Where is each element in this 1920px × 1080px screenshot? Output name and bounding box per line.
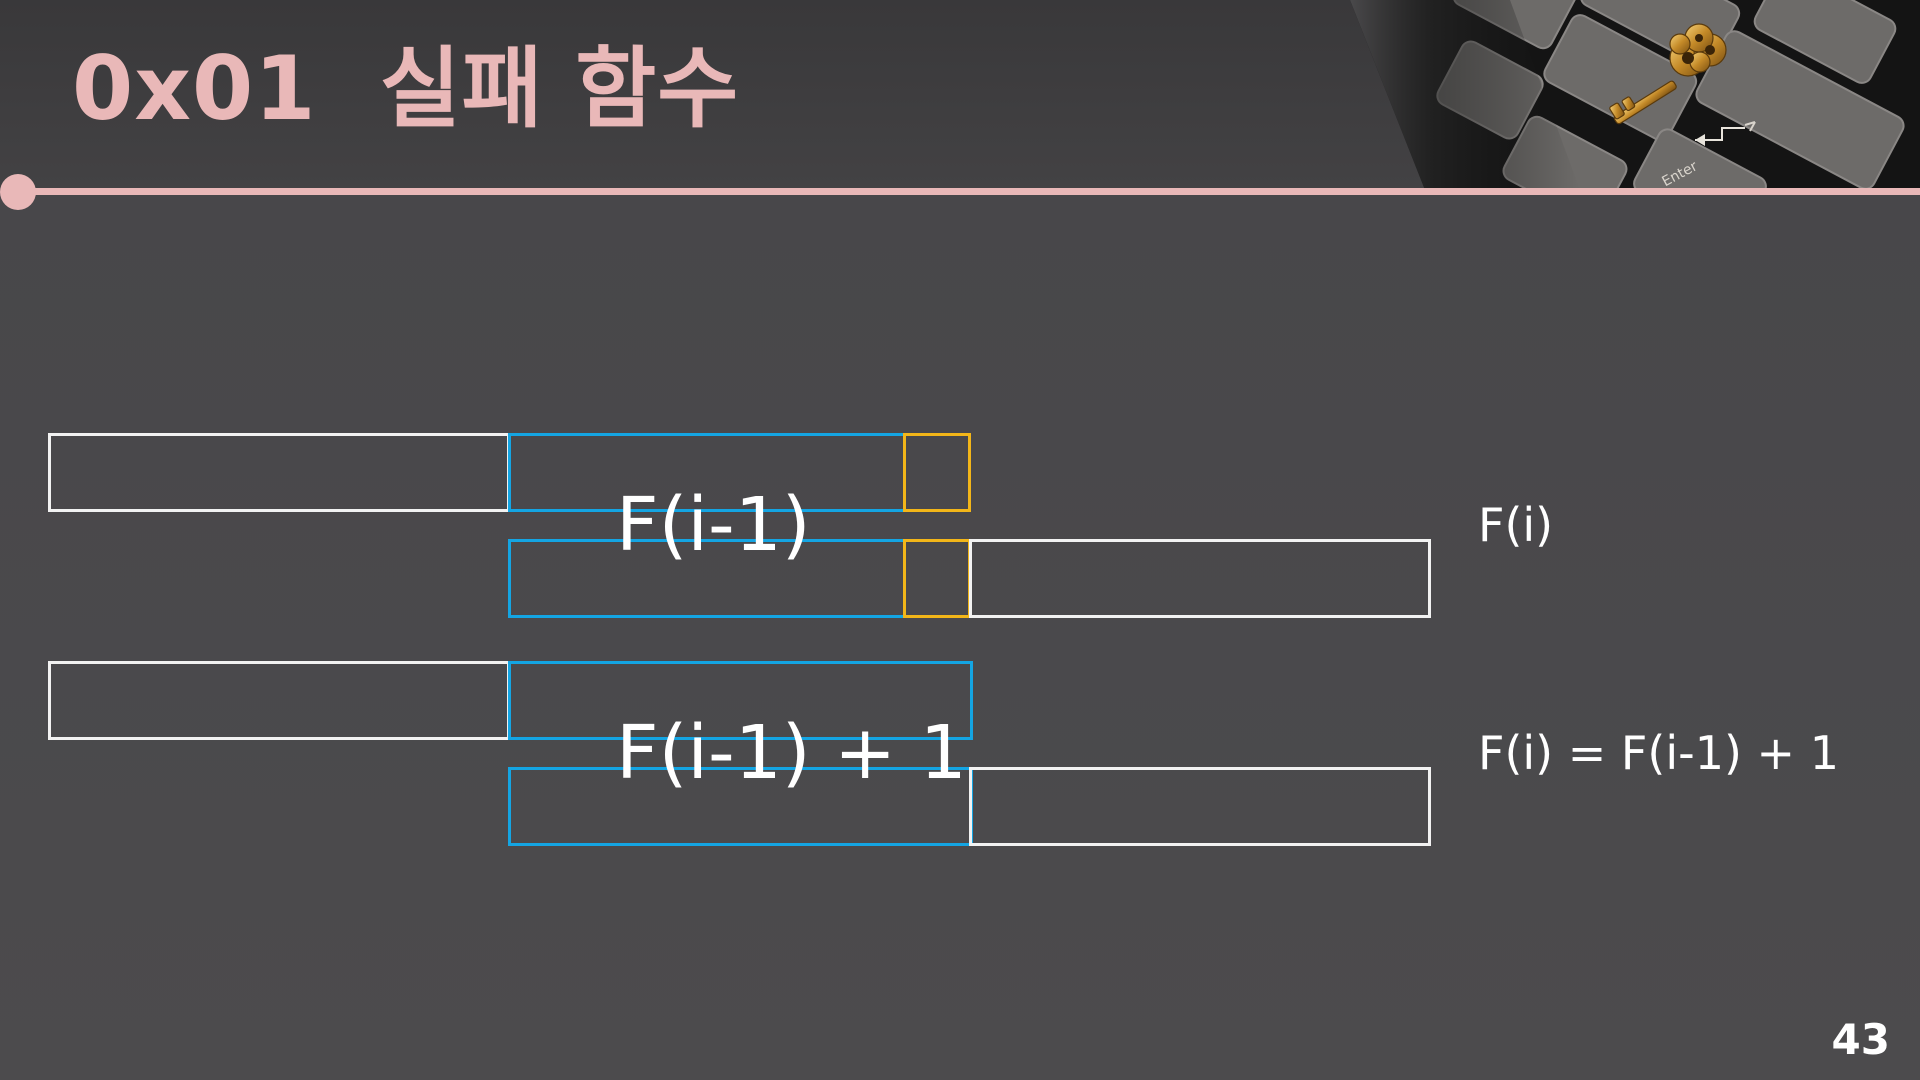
prefix-length-label: F(i-1) + 1 bbox=[616, 710, 967, 796]
string-bar bbox=[48, 433, 510, 512]
next-char-box bbox=[903, 433, 971, 512]
row-formula-label: F(i) bbox=[1478, 498, 1554, 552]
page-number: 43 bbox=[1831, 1015, 1890, 1064]
header-divider bbox=[18, 188, 1920, 195]
string-bar bbox=[48, 661, 510, 740]
slide-title: 0x01 실패 함수 bbox=[72, 37, 740, 140]
keyboard-key-image: Enter bbox=[1350, 0, 1920, 190]
pattern-bar bbox=[969, 767, 1431, 846]
pattern-bar bbox=[969, 539, 1431, 618]
row-formula-label: F(i) = F(i-1) + 1 bbox=[1478, 726, 1839, 780]
prefix-length-label: F(i-1) bbox=[616, 482, 811, 568]
header-divider-dot bbox=[0, 174, 36, 210]
next-char-box bbox=[903, 539, 971, 618]
prefix-match-box bbox=[508, 661, 973, 740]
